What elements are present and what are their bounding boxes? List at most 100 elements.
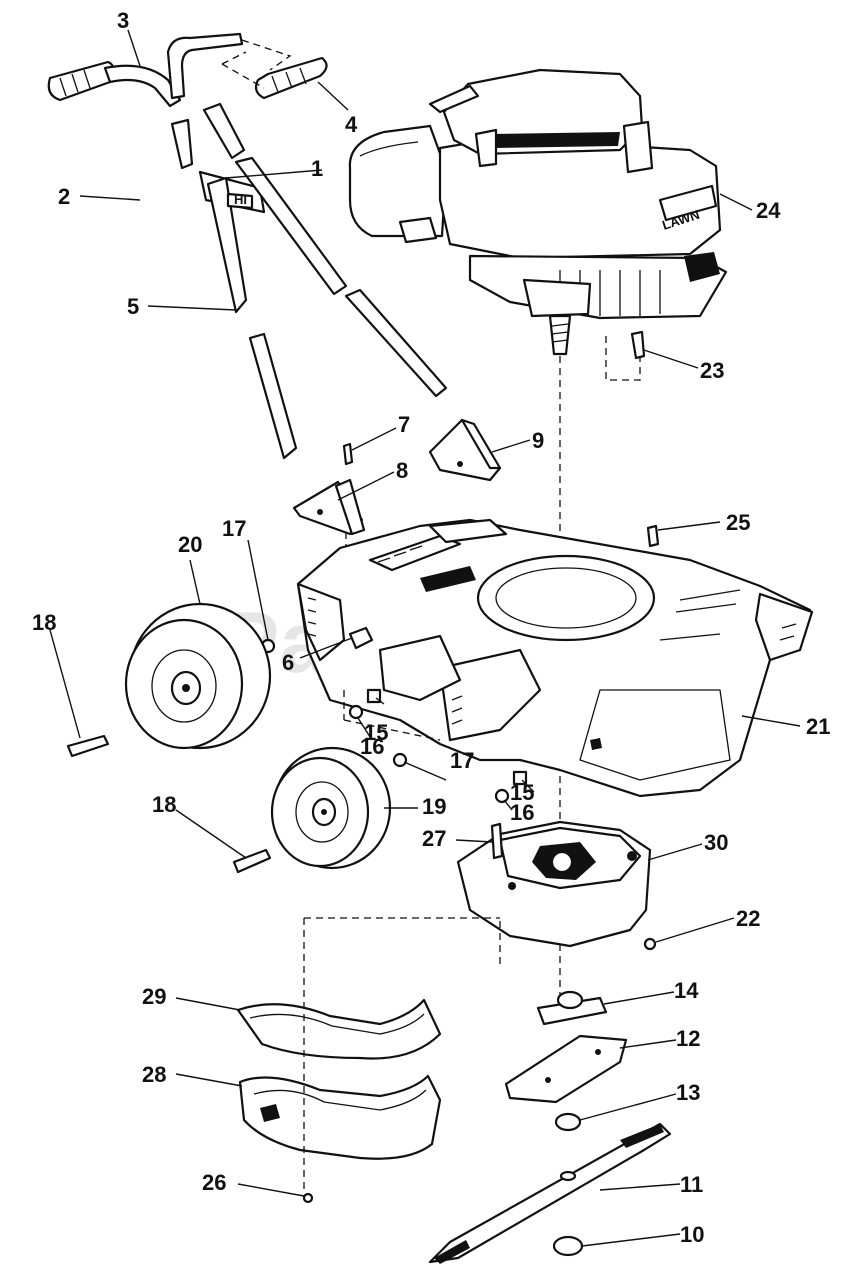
callout-10: 10 (680, 1222, 704, 1247)
leader-16b (503, 799, 513, 811)
callout-29: 29 (142, 984, 166, 1009)
callout-15b: 15 (510, 780, 534, 805)
callout-3: 3 (117, 8, 129, 33)
callout-17b: 17 (450, 748, 474, 773)
bolt-23-dash (605, 336, 641, 381)
callout-11: 11 (680, 1172, 703, 1197)
upper-handle-5 (170, 102, 448, 460)
callout-16b: 16 (510, 800, 534, 825)
callout-23: 23 (700, 358, 724, 383)
part-6 (348, 626, 374, 650)
blade-adapter-12 (504, 1034, 628, 1104)
leader-30 (647, 843, 703, 861)
bracket-9 (428, 418, 502, 482)
leader-1 (225, 169, 323, 179)
callout-8: 8 (396, 458, 408, 483)
pin-26 (302, 1192, 314, 1204)
leader-6 (299, 637, 353, 659)
leader-9 (491, 439, 531, 453)
callout-19: 19 (422, 794, 446, 819)
leader-12 (619, 1039, 677, 1049)
washer-17-b (392, 752, 408, 768)
callout-25: 25 (726, 510, 750, 535)
callout-30: 30 (704, 830, 728, 855)
callout-1: 1 (311, 156, 323, 181)
callout-28: 28 (142, 1062, 166, 1087)
leader-7 (351, 427, 397, 451)
handle-grip-4 (254, 56, 328, 100)
callout-13: 13 (676, 1080, 700, 1105)
callout-4: 4 (345, 112, 358, 137)
leader-16a (357, 717, 373, 741)
leader-29 (175, 997, 241, 1011)
leader-5 (147, 305, 237, 311)
screw-27 (490, 822, 504, 860)
housing-21 (296, 518, 814, 798)
callout-14: 14 (674, 978, 699, 1003)
belt-29 (236, 998, 442, 1060)
leader-28 (175, 1073, 243, 1087)
callout-15a: 15 (364, 720, 388, 745)
handle-dash-leader (221, 39, 292, 89)
leader-11 (599, 1183, 681, 1191)
handle-grip-3 (47, 32, 244, 108)
callout-12: 12 (676, 1026, 700, 1051)
washer-13 (554, 1112, 582, 1132)
blade-11 (428, 1122, 672, 1264)
callout-27: 27 (422, 826, 446, 851)
callout-21: 21 (806, 714, 830, 739)
callout-20: 20 (178, 532, 202, 557)
bolt-18-b (232, 848, 272, 874)
callout-9: 9 (532, 428, 544, 453)
leader-27 (455, 839, 493, 843)
callout-16a: 16 (360, 734, 384, 759)
baffle-30 (456, 820, 652, 948)
callout-22: 22 (736, 906, 760, 931)
callout-17a: 17 (222, 516, 246, 541)
nut-16-a (348, 704, 364, 720)
wheel-19 (270, 746, 392, 870)
nut-22 (643, 937, 657, 951)
leader-4 (317, 81, 349, 111)
callout-5: 5 (127, 294, 139, 319)
bolt-10 (552, 1235, 584, 1257)
bolt-18-a (66, 734, 110, 758)
wheel-20 (124, 602, 272, 750)
leader-14 (603, 991, 675, 1005)
screw-25 (646, 524, 660, 548)
leader-22 (655, 917, 735, 943)
leader-3 (127, 29, 141, 67)
callout-7: 7 (398, 412, 410, 437)
leader-17b (403, 761, 447, 781)
baffle-dash (304, 917, 501, 964)
leader-26 (237, 1183, 305, 1197)
leader-10 (581, 1233, 681, 1247)
leader-24 (719, 193, 753, 211)
callout-2: 2 (58, 184, 70, 209)
leader-20 (189, 559, 201, 605)
leader-23 (643, 349, 699, 369)
engine-24: LAWN (348, 68, 728, 356)
screw-7 (342, 442, 354, 466)
leader-18a (49, 629, 81, 739)
leader-2 (79, 195, 141, 201)
leader-18b (175, 809, 247, 859)
callout-6: 6 (282, 650, 294, 675)
callout-26: 26 (202, 1170, 226, 1195)
leader-17a (247, 539, 269, 641)
bolt-23 (630, 330, 646, 360)
catcher-28 (238, 1074, 442, 1160)
callout-24: 24 (756, 198, 781, 223)
handle-tag: HI (234, 192, 247, 207)
adapter-14 (536, 990, 608, 1026)
callout-18b: 18 (152, 792, 176, 817)
nut-16-b (494, 788, 510, 804)
leader-15b (521, 779, 535, 793)
leader-21 (741, 715, 801, 727)
leader-25 (657, 521, 721, 531)
leader-15a (375, 697, 385, 705)
bracket-8 (292, 478, 366, 536)
axle-dash-front (343, 690, 441, 741)
